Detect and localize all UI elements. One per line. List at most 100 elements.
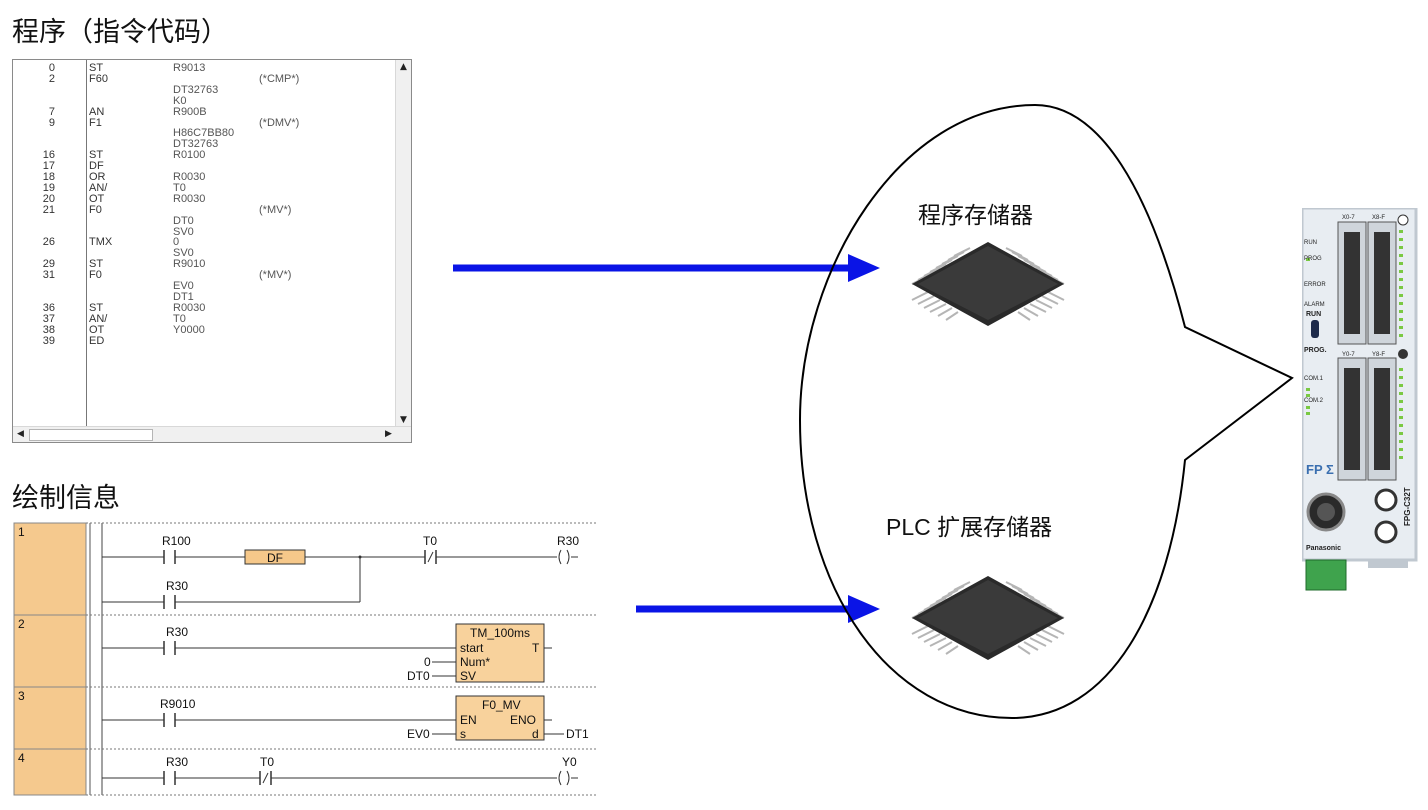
instruction-comment: (*CMP*): [259, 72, 300, 85]
instruction-row[interactable]: 7 AN R900B: [13, 105, 397, 118]
plc-error-led: ERROR: [1304, 282, 1326, 288]
plc-run-switch-label: RUN: [1306, 311, 1321, 318]
instruction-number: 19: [42, 181, 55, 194]
instruction-row[interactable]: SV0: [13, 225, 397, 238]
instruction-number: 39: [42, 334, 55, 347]
scroll-up-button[interactable]: ▲: [400, 62, 407, 72]
instruction-opcode: OT: [89, 192, 105, 205]
instruction-row[interactable]: 18 OR R0030: [13, 172, 397, 183]
timer-block-title: TM_100ms: [470, 626, 530, 640]
plc-ext-memory-label: PLC 扩展存储器: [886, 514, 1053, 540]
plc-terminal-block: [1305, 559, 1347, 591]
instruction-number: 7: [48, 105, 55, 118]
instruction-row[interactable]: EV0: [13, 281, 397, 292]
timer-sv-input: DT0: [407, 669, 430, 683]
column-separator: [86, 60, 87, 428]
mv-d-output: DT1: [566, 727, 589, 741]
mv-eno-pin: ENO: [510, 713, 536, 727]
instruction-row[interactable]: K0: [13, 94, 397, 107]
instruction-operand: SV0: [173, 225, 194, 238]
vertical-scrollbar[interactable]: ▲ ▼: [395, 60, 411, 428]
ext-memory-chip-icon: [911, 576, 1065, 660]
scroll-left-button[interactable]: ◀: [17, 429, 24, 439]
mv-s-pin: s: [460, 727, 466, 741]
instruction-operand: DT32763: [173, 83, 219, 96]
instruction-number: 20: [42, 192, 55, 205]
instruction-number: 17: [42, 160, 55, 173]
rung-3-number: 3: [18, 689, 25, 703]
instruction-operand: K0: [173, 94, 187, 107]
rung-4[interactable]: [102, 770, 578, 786]
instruction-number: 37: [42, 312, 55, 325]
rung-3-contact-label: R9010: [160, 697, 196, 711]
instruction-operand: H86C7BB80: [173, 127, 235, 140]
instruction-row[interactable]: DT32763: [13, 83, 397, 96]
instruction-row[interactable]: 2 F60 (*CMP*): [13, 72, 397, 85]
instruction-number: 9: [48, 116, 55, 129]
instruction-number: 0: [48, 62, 55, 74]
instruction-comment: (*DMV*): [259, 116, 300, 129]
timer-start-pin: start: [460, 641, 484, 655]
instruction-row[interactable]: DT1: [13, 291, 397, 303]
mv-block-title: F0_MV: [482, 698, 521, 712]
horizontal-scrollbar[interactable]: ◀ ▶: [13, 426, 411, 442]
program-memory-chip-icon: [911, 242, 1065, 326]
instruction-row[interactable]: DT32763: [13, 139, 397, 150]
plc-x8f-label: X8-F: [1372, 215, 1385, 221]
instruction-operand: R900B: [173, 105, 207, 118]
instruction-number: 18: [42, 171, 55, 183]
rung-3[interactable]: [102, 695, 564, 741]
instruction-opcode: ED: [89, 334, 105, 347]
instruction-row[interactable]: H86C7BB80: [13, 128, 397, 139]
arrow-drawing-to-ext-memory: [636, 595, 880, 623]
instruction-operand: Y0000: [173, 323, 205, 336]
rung-2[interactable]: [102, 623, 552, 683]
instruction-opcode: AN/: [89, 312, 108, 325]
scroll-down-button[interactable]: ▼: [400, 415, 407, 425]
arrow-program-to-memory: [453, 254, 880, 282]
instruction-number: 21: [42, 203, 55, 216]
instruction-number: 2: [48, 72, 55, 85]
plc-y07-label: Y0-7: [1342, 352, 1355, 358]
memory-callout-bubble: [798, 103, 1294, 720]
rung-4-contact-label: R30: [166, 755, 188, 769]
instruction-opcode: OR: [89, 171, 106, 183]
program-memory-label: 程序存储器: [918, 203, 1033, 229]
plc-trim-knob-1: [1374, 488, 1398, 512]
rung-1-coil-label: R30: [557, 534, 579, 548]
instruction-operand: 0: [173, 236, 180, 249]
instruction-opcode: F60: [89, 72, 108, 85]
plc-run-led: RUN: [1304, 240, 1317, 246]
instruction-row[interactable]: SV0: [13, 248, 397, 259]
rung-1[interactable]: [102, 549, 578, 609]
instruction-opcode: OT: [89, 323, 105, 336]
plc-prog-switch-label: PROG.: [1304, 347, 1327, 354]
rung-number-cells: 1 2 3 4: [13, 522, 87, 796]
scroll-right-button[interactable]: ▶: [385, 429, 392, 439]
instruction-number: 38: [42, 323, 55, 336]
instruction-opcode: AN: [89, 105, 105, 118]
instruction-operand: R0030: [173, 171, 206, 183]
instruction-row[interactable]: 39 ED: [13, 334, 397, 347]
instruction-row[interactable]: 38 OT Y0000: [13, 323, 397, 336]
horizontal-scroll-thumb[interactable]: [29, 429, 153, 441]
instruction-row[interactable]: DT0: [13, 215, 397, 227]
rung-4-contact2-label: T0: [260, 755, 274, 769]
instruction-opcode: F0: [89, 203, 102, 216]
rung-1-number: 1: [18, 525, 25, 539]
mv-d-pin: d: [532, 727, 539, 741]
